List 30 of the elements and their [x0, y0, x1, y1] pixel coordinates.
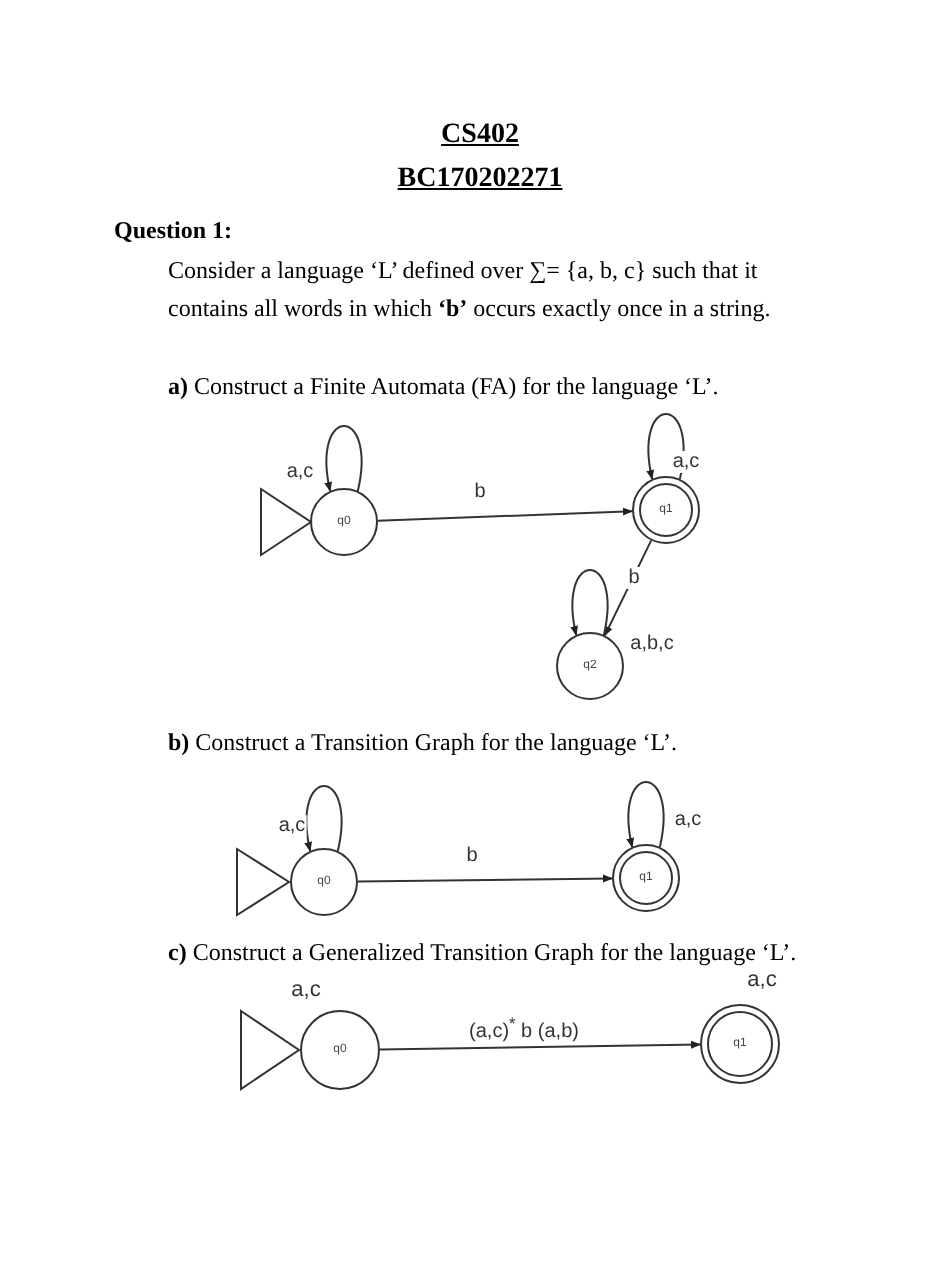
start-triangle	[236, 848, 290, 916]
edge-label: b	[626, 567, 642, 589]
edge-label: a,c	[670, 451, 702, 473]
edge-label: a,c	[672, 809, 704, 831]
task-text: b) Construct a Transition Graph for the language ‘L’.	[168, 728, 678, 758]
task-text: a) Construct a Finite Automata (FA) for the language ‘L’.	[168, 372, 719, 402]
start-triangle	[240, 1010, 300, 1090]
arrow	[357, 874, 613, 883]
loop-arrow	[626, 781, 665, 848]
arrow	[377, 507, 633, 522]
loop-arrow	[646, 413, 685, 480]
question-heading: Question 1:	[114, 216, 233, 246]
question-text: Consider a language ‘L’ defined over ∑= {a, b, c} such that it contains all words in which ‘b’ occurs exactly once in a string.	[168, 254, 773, 326]
start-triangle	[260, 488, 312, 556]
student-id: BC170202271	[397, 164, 563, 196]
loop-arrow	[570, 569, 609, 636]
transition-label: a,c	[747, 968, 777, 992]
loop-arrow	[324, 425, 363, 492]
edge-label: a,c	[276, 815, 308, 837]
loop-arrow	[304, 785, 343, 852]
page-title: CS402	[441, 120, 519, 152]
edge-label: (a,c)$^{*}$ b (a,b)	[467, 1012, 581, 1044]
edge-label: a,c	[284, 461, 316, 483]
arrow	[379, 1040, 701, 1051]
edge-label: b	[464, 845, 480, 867]
edge-label: a,b,c	[628, 633, 676, 655]
edge-label: b	[472, 481, 488, 503]
task-text: c) Construct a Generalized Transition Graph for the language ‘L’.	[168, 938, 797, 968]
arrow	[603, 539, 653, 637]
transition-label: a,c	[291, 978, 321, 1002]
